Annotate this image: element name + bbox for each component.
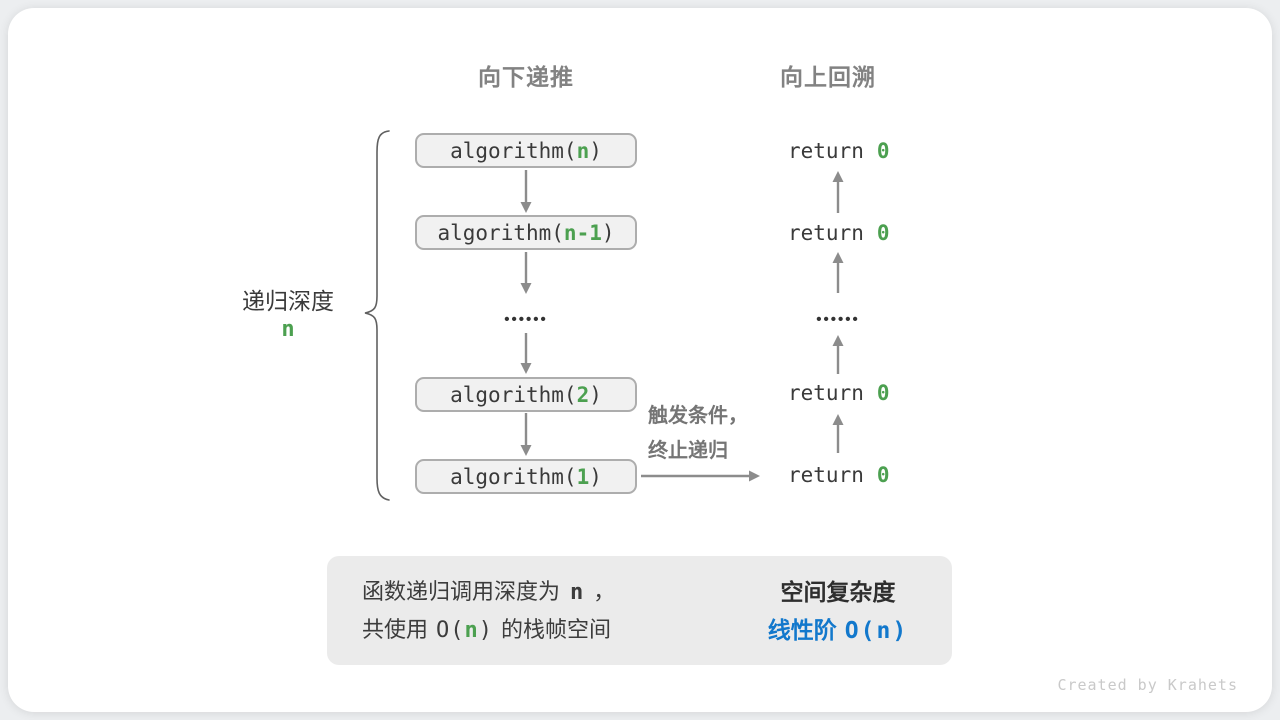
base-case-note-line2: 终止递归	[648, 440, 728, 462]
call-box-algorithm-n-1: algorithm(n-1)	[415, 215, 637, 250]
summary-box	[327, 556, 952, 665]
space-complexity-title: 空间复杂度	[780, 579, 896, 605]
watermark: Created by Krahets	[1057, 676, 1238, 694]
call-box-algorithm-n: algorithm(n)	[415, 133, 637, 168]
call-code: algorithm(2)	[450, 382, 602, 407]
base-case-note-line1: 触发条件，	[648, 405, 748, 427]
call-box-algorithm-2: algorithm(2)	[415, 377, 637, 412]
recursion-depth-label: 递归深度	[242, 288, 334, 314]
call-code: algorithm(n-1)	[437, 220, 615, 245]
call-code: algorithm(1)	[450, 464, 602, 489]
ellipsis-dots: ••••••	[504, 311, 548, 328]
call-box-algorithm-1: algorithm(1)	[415, 459, 637, 494]
recursion-depth-value: n	[281, 317, 295, 342]
call-code: algorithm(n)	[450, 138, 602, 163]
header-upward-backtrack: 向上回溯	[780, 64, 876, 90]
base-case-note: 触发条件， 终止递归	[648, 399, 748, 469]
ellipsis-dots: ••••••	[816, 311, 860, 328]
header-downward-recursion: 向下递推	[478, 64, 574, 90]
